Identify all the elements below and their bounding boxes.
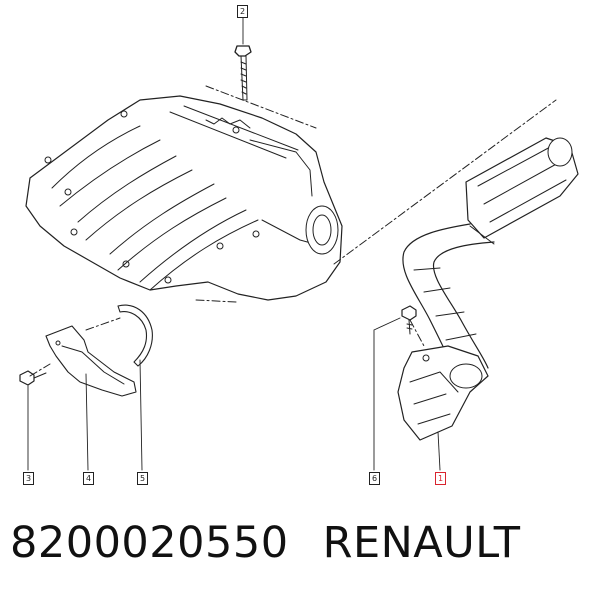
assembly-lines: [29, 85, 557, 377]
throttle-body: [305, 205, 339, 255]
intake-manifold: [25, 95, 343, 301]
manifold-bolt: [234, 45, 252, 101]
part-caption: 8200020550 RENAULT: [10, 513, 521, 573]
hose-clip: [117, 304, 153, 367]
exploded-parts-diagram: [19, 15, 579, 471]
bracket-bolt: [19, 370, 47, 386]
callout-2: 2: [237, 5, 248, 18]
air-intake-duct: [397, 137, 579, 441]
callout-1: 1: [435, 472, 446, 485]
part-number: 8200020550: [10, 518, 289, 568]
duct-bolt: [401, 305, 417, 335]
callout-4: 4: [83, 472, 94, 485]
brand-name: RENAULT: [322, 518, 521, 568]
callout-3: 3: [23, 472, 34, 485]
callout-6: 6: [369, 472, 380, 485]
bracket: [45, 325, 137, 397]
leader-lines: [27, 15, 441, 471]
callout-5: 5: [137, 472, 148, 485]
